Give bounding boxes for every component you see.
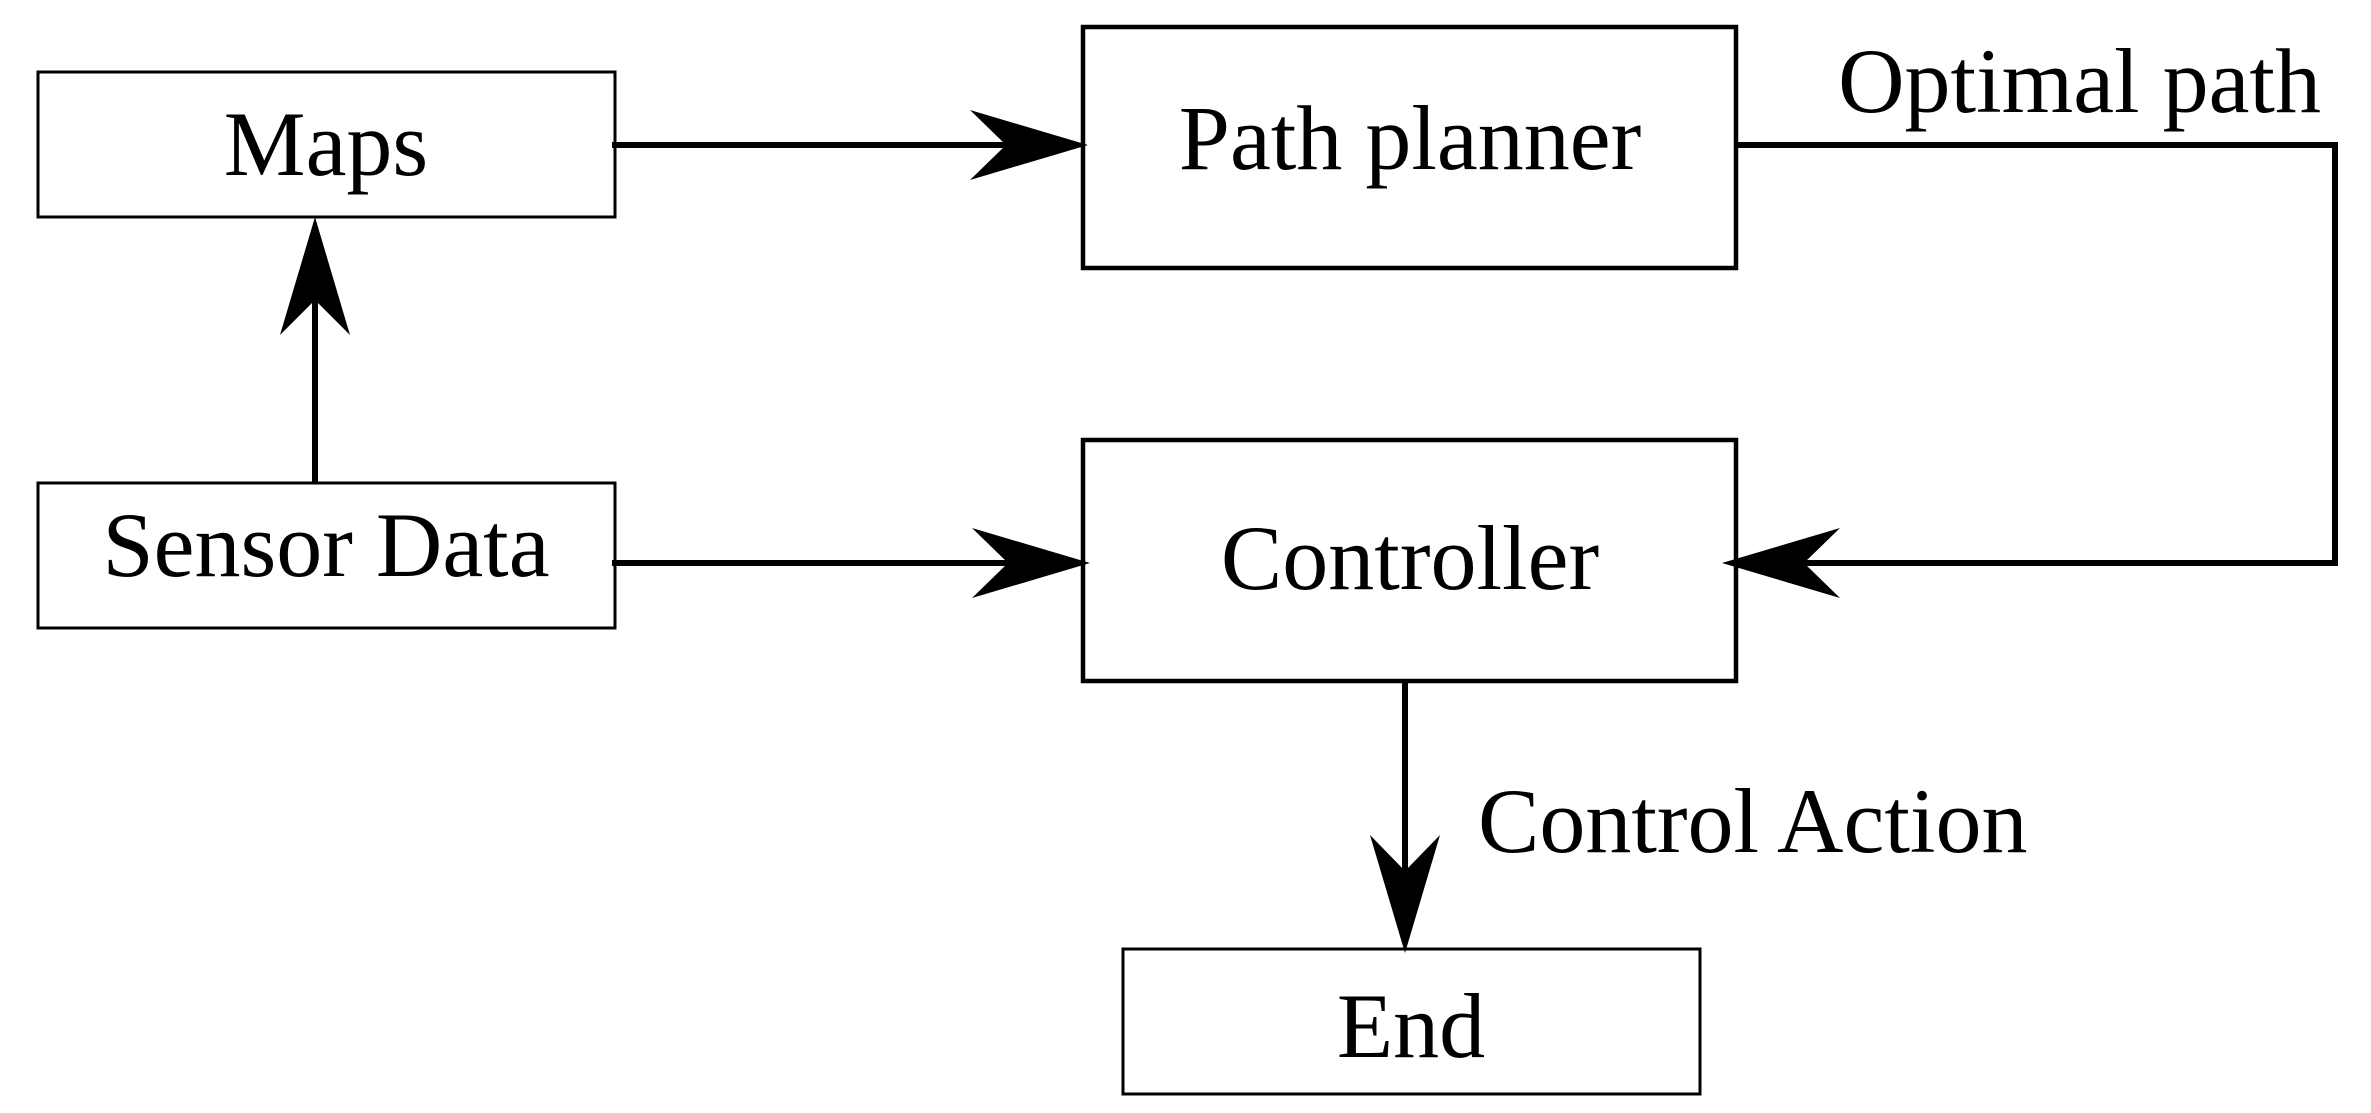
edge-maps-to-path-planner [612,110,1088,180]
edge-controller-to-end: Control Action [1370,681,2027,953]
edge-label-optimal-path: Optimal path [1838,30,2321,132]
edge-label-control-action: Control Action [1478,770,2027,872]
node-controller-box [1080,437,1739,684]
arrowhead-left-icon [1722,528,1840,598]
node-maps-box [36,70,617,219]
arrowhead-down-icon [1370,835,1440,953]
edge-sensor-data-to-maps [280,217,350,483]
arrowhead-up-icon [280,217,350,335]
node-end: End [1121,947,1702,1096]
edge-path-planner-to-controller: Optimal path [1722,30,2338,598]
node-sensor-data-label: Sensor Data [102,494,549,596]
node-maps: Maps [36,70,617,219]
edge-sensor-data-to-controller [612,528,1090,598]
node-end-label: End [1337,975,1485,1077]
node-path-planner-label: Path planner [1179,87,1641,189]
node-end-box [1121,947,1702,1096]
arrowhead-right-icon [972,528,1090,598]
arrowhead-right-icon [970,110,1088,180]
node-path-planner: Path planner [1080,24,1739,271]
node-controller: Controller [1080,437,1739,684]
edge-optimal-path-line [1736,142,2338,566]
node-sensor-data-box [36,481,617,630]
node-maps-label: Maps [224,93,428,195]
node-path-planner-box [1080,24,1739,271]
node-controller-label: Controller [1221,507,1599,609]
node-sensor-data: Sensor Data [36,481,617,630]
